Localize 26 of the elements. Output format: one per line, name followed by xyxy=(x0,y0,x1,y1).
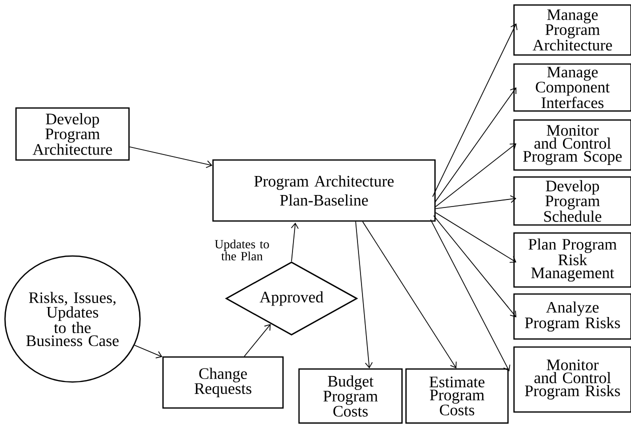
process-box: Program Architecture Plan-Baseline xyxy=(212,159,436,222)
process-box: Estimate Program Costs xyxy=(405,368,509,424)
process-box: Manage Component Interfaces xyxy=(513,63,631,112)
arrow xyxy=(435,212,516,263)
arrow xyxy=(435,195,516,210)
process-box: Plan Program Risk Management xyxy=(513,232,631,288)
arrow xyxy=(433,215,516,318)
arrow xyxy=(290,222,299,262)
edge-label: Updates to the Plan xyxy=(206,238,278,262)
process-box: Develop Program Schedule xyxy=(513,176,631,226)
process-box: Develop Program Architecture xyxy=(15,107,130,161)
arrow xyxy=(430,219,510,372)
arrow xyxy=(244,324,271,357)
process-box: Manage Program Architecture xyxy=(513,4,631,56)
process-box: Budget Program Costs xyxy=(298,368,403,424)
process-box: Monitor and Control Program Risks xyxy=(513,346,631,413)
arrow xyxy=(134,344,162,358)
arrow xyxy=(432,23,518,198)
arrow xyxy=(129,146,212,168)
arrow xyxy=(435,143,516,208)
process-box: Monitor and Control Program Scope xyxy=(513,119,631,171)
process-box: Analyze Program Risks xyxy=(513,293,631,340)
process-box: Change Requests xyxy=(162,356,284,409)
arrow xyxy=(355,221,373,368)
arrow xyxy=(362,221,457,368)
arrow xyxy=(434,87,516,204)
